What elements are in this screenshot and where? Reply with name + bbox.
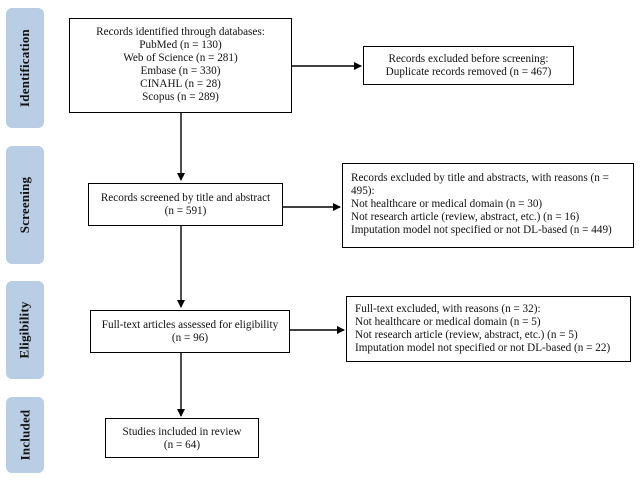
records-screened-label: Records screened by title and abstract (100, 192, 271, 204)
source-web-of-science: Web of Science (n = 281) (123, 52, 238, 64)
stage-tab-eligibility: Eligibility (6, 281, 44, 379)
fulltext-reason-not-dl-based: Imputation model not specified or not DL… (355, 342, 611, 354)
excluded-before-screening-box: Records excluded before screening: Dupli… (363, 46, 574, 85)
records-identified-box: Records identified through databases: Pu… (69, 18, 292, 113)
studies-included-count: (n = 64) (163, 439, 201, 451)
fulltext-reason-not-healthcare: Not healthcare or medical domain (n = 5) (355, 316, 541, 328)
duplicates-removed: Duplicate records removed (n = 467) (385, 66, 552, 78)
reason-not-dl-based: Imputation model not specified or not DL… (351, 224, 612, 236)
reason-not-healthcare: Not healthcare or medical domain (n = 30… (351, 198, 543, 210)
stage-tab-identification: Identification (6, 8, 44, 128)
source-pubmed: PubMed (n = 130) (139, 39, 222, 51)
studies-included-box: Studies included in review (n = 64) (105, 418, 259, 458)
fulltext-excluded-header: Full-text excluded, with reasons (n = 32… (355, 303, 541, 315)
excluded-title-abstract-count: 495): (351, 185, 375, 197)
stage-tab-screening: Screening (6, 146, 44, 264)
fulltext-excluded-box: Full-text excluded, with reasons (n = 32… (346, 296, 631, 362)
fulltext-assessed-box: Full-text articles assessed for eligibil… (90, 310, 290, 353)
excluded-title-abstract-header: Records excluded by title and abstracts,… (351, 172, 609, 184)
records-screened-count: (n = 591) (164, 205, 207, 217)
excluded-before-screening-header: Records excluded before screening: (388, 53, 549, 65)
source-cinahl: CINAHL (n = 28) (140, 78, 221, 90)
source-scopus: Scopus (n = 289) (142, 91, 219, 103)
stage-tab-included: Included (6, 397, 44, 473)
records-screened-box: Records screened by title and abstract (… (88, 183, 283, 226)
reason-not-research: Not research article (review, abstract, … (351, 211, 580, 223)
records-identified-header: Records identified through databases: (96, 26, 265, 38)
fulltext-assessed-label: Full-text articles assessed for eligibil… (101, 319, 279, 331)
excluded-title-abstract-box: Records excluded by title and abstracts,… (342, 163, 634, 248)
fulltext-reason-not-research: Not research article (review, abstract, … (355, 329, 578, 341)
source-embase: Embase (n = 330) (140, 65, 221, 77)
fulltext-assessed-count: (n = 96) (171, 332, 209, 344)
studies-included-label: Studies included in review (122, 426, 242, 438)
